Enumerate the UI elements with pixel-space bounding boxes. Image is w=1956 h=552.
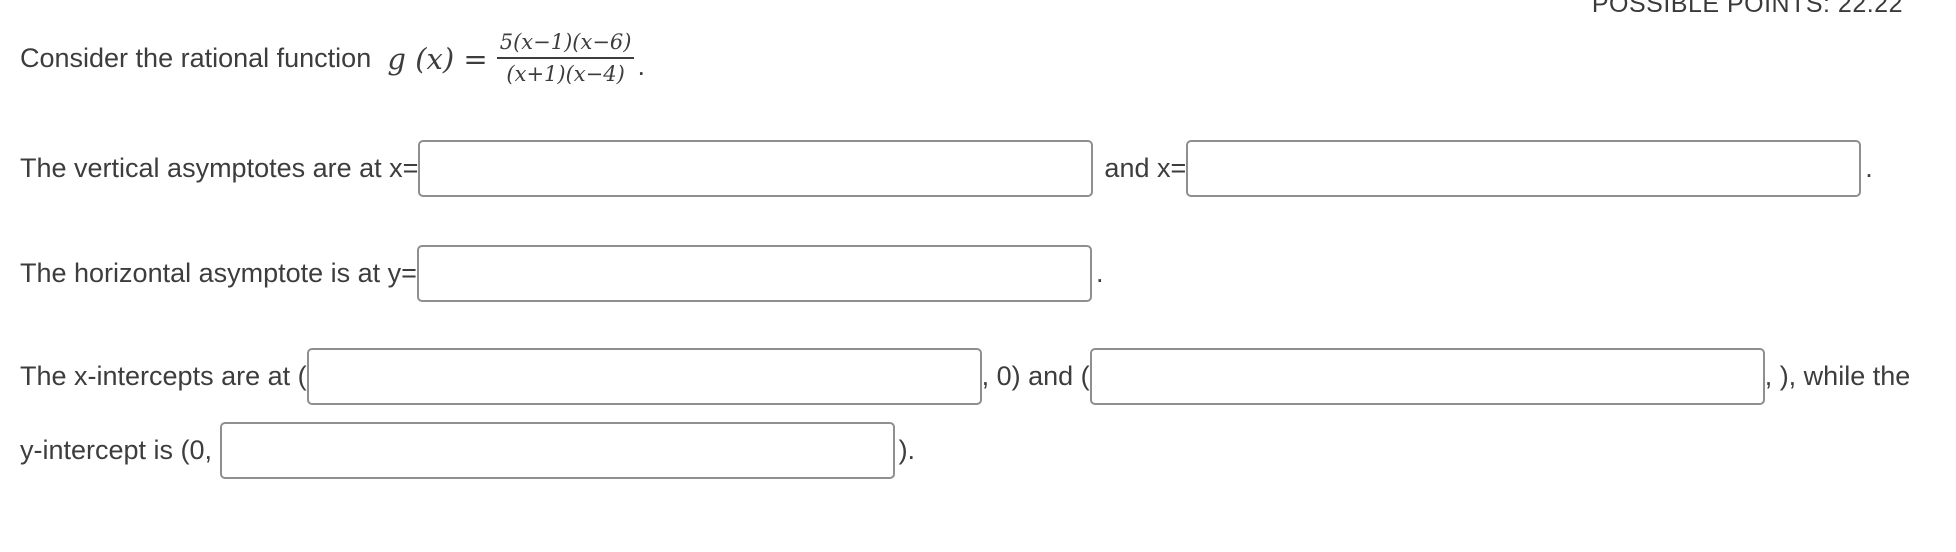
y-intercept-closing-label: ). [898,434,916,465]
function-notation: g (x) = [378,42,488,76]
question-intro-text: Consider the rational function [20,42,372,73]
x-intercepts-and-label: , 0) and ( [981,360,1090,391]
vertical-asymptotes-label: The vertical asymptotes are at x= [20,153,419,183]
horizontal-asymptote-input[interactable] [416,245,1092,302]
x-intercepts-row: The x-intercepts are at ( , 0) and ( , )… [20,347,1910,405]
rational-function-fraction: 5(x−1)(x−6) (x+1)(x−4) [496,29,635,86]
y-intercept-row: y-intercept is (0, ). [20,421,916,479]
vertical-asymptote-1-input[interactable] [418,140,1094,197]
horizontal-asymptote-period: . [1095,258,1104,288]
question-statement: Consider the rational function g (x) = 5… [20,26,645,90]
fraction-numerator: 5(x−1)(x−6) [499,29,632,54]
vertical-asymptotes-period: . [1865,153,1873,183]
vertical-asymptotes-and-label: and x= [1104,153,1187,183]
y-intercept-input[interactable] [219,421,895,479]
x-intercepts-trailing-label: , ), while the [1764,360,1911,391]
horizontal-asymptote-row: The horizontal asymptote is at y= . [20,245,1103,302]
vertical-asymptotes-row: The vertical asymptotes are at x= and x=… [20,140,1873,197]
possible-points-label: POSSIBLE POINTS: 22.22 [1591,0,1903,18]
x-intercept-2-input[interactable] [1089,347,1765,405]
y-intercept-label: y-intercept is (0, [20,434,220,465]
x-intercept-1-input[interactable] [306,347,982,405]
horizontal-asymptote-label: The horizontal asymptote is at y= [20,258,417,288]
x-intercepts-label: The x-intercepts are at ( [20,360,307,391]
vertical-asymptote-2-input[interactable] [1186,140,1862,197]
question-period: . [637,51,645,81]
fraction-denominator: (x+1)(x−4) [496,57,635,86]
